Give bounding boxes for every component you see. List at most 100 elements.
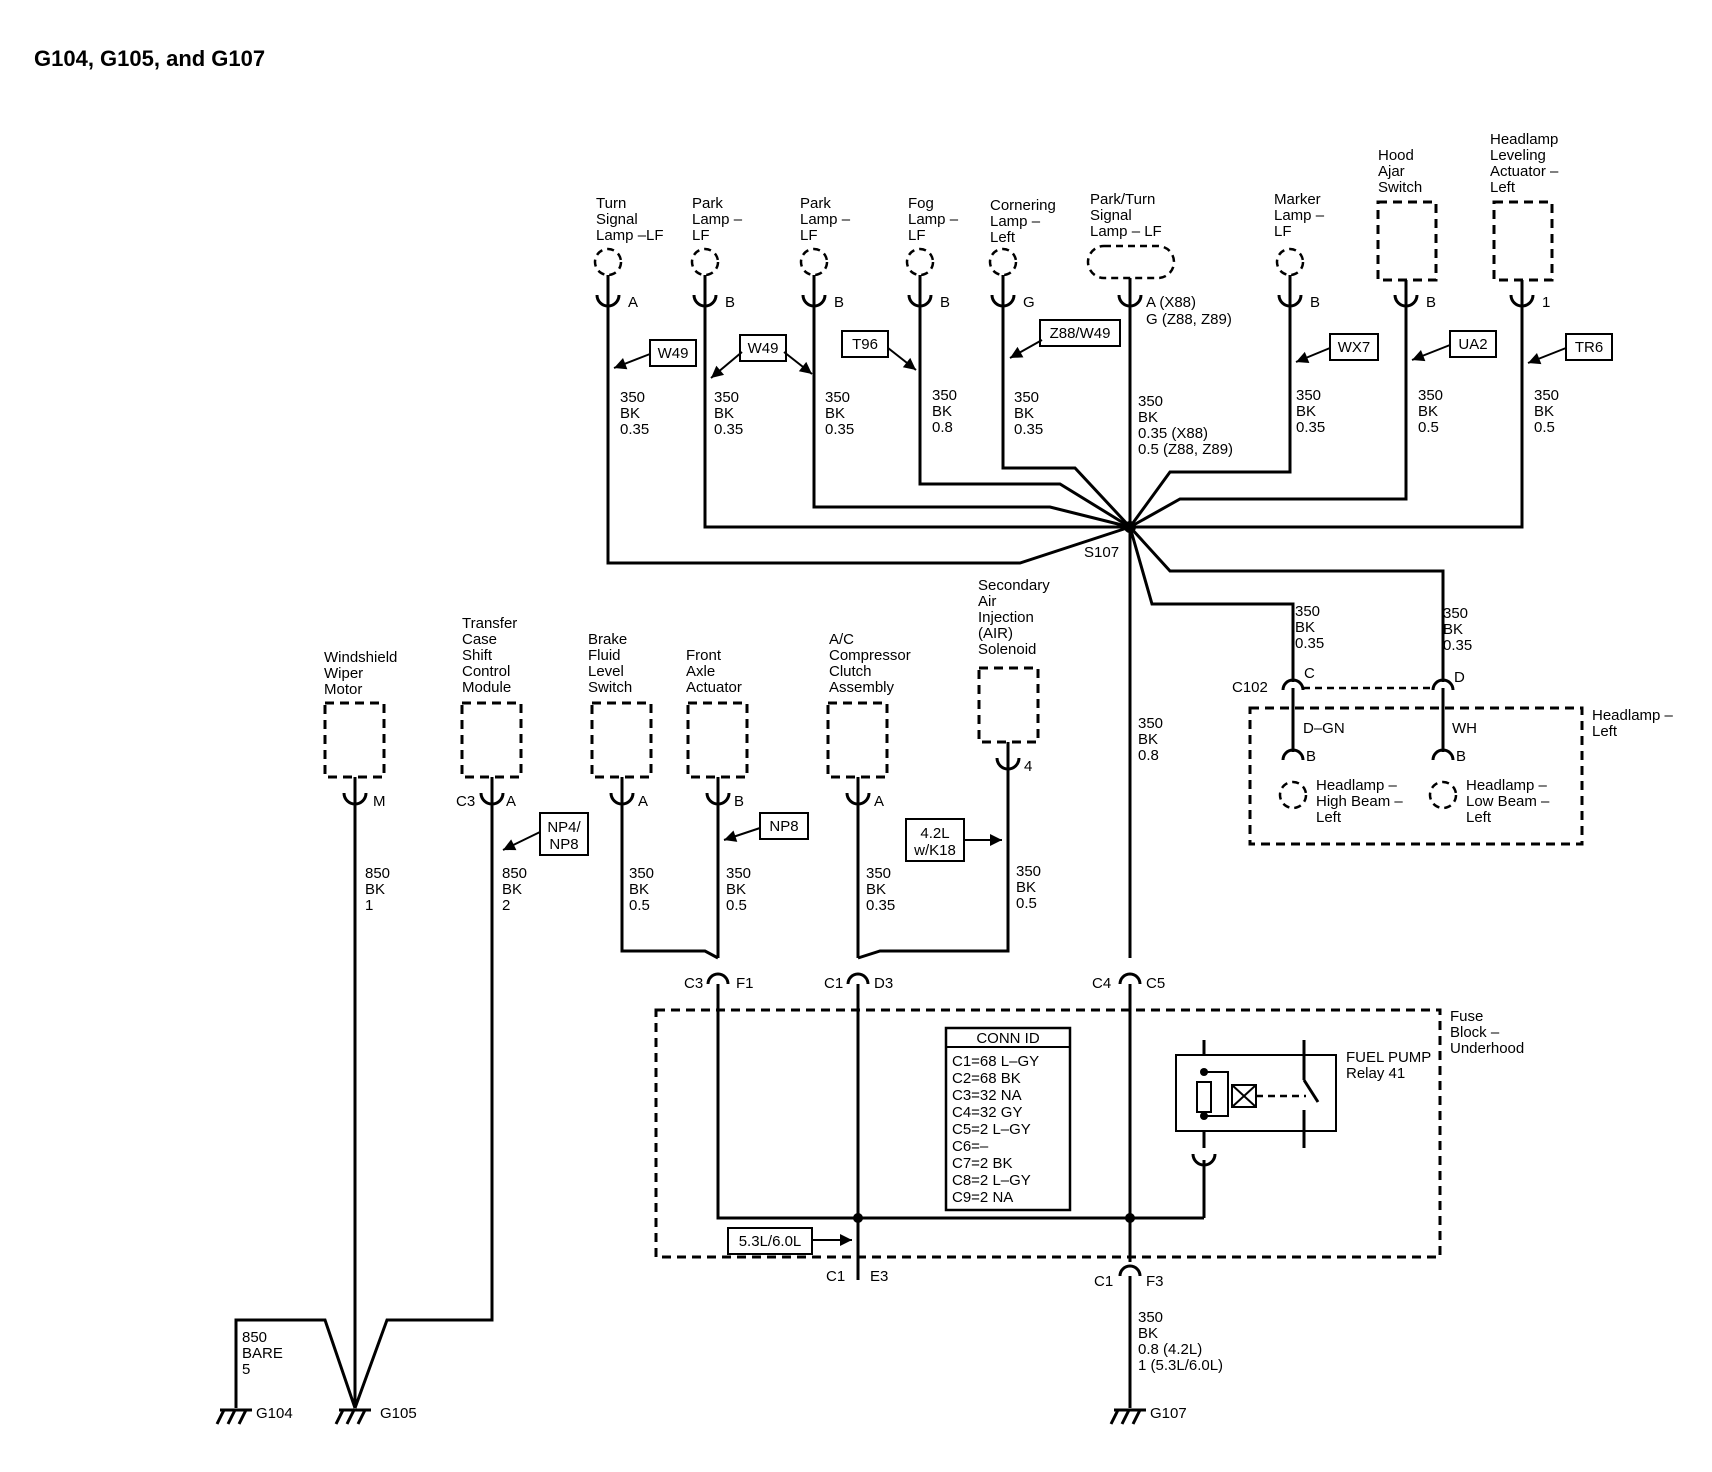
option-53l-arrow-head bbox=[840, 1234, 852, 1246]
pin-label: C1 bbox=[826, 1268, 845, 1285]
marker-lamp-lf bbox=[1275, 247, 1305, 277]
wire-hl-c-label: 350 bbox=[1295, 603, 1320, 620]
ground-g104-symbol bbox=[237, 1409, 248, 1425]
option-np8 bbox=[759, 812, 809, 840]
wire-corner-label: 0.35 bbox=[1014, 421, 1043, 438]
park-turn-lamp-label: Signal bbox=[1090, 207, 1132, 224]
headlamp-high-label: Left bbox=[1316, 809, 1342, 826]
wire-marker-label: BK bbox=[1296, 403, 1316, 420]
c1-d3-connector bbox=[846, 972, 870, 985]
c102-c-arc bbox=[1281, 678, 1305, 691]
option-t96-arrow-head bbox=[902, 357, 916, 370]
wire-turn-label: 0.35 bbox=[620, 421, 649, 438]
headlamp-low-beam-left bbox=[1428, 780, 1458, 810]
wire-hl-d-label: 350 bbox=[1443, 605, 1468, 622]
wire-parkturn-label: 0.35 (X88) bbox=[1138, 425, 1208, 442]
fog-lamp-lf bbox=[905, 247, 935, 277]
option-k18-arrow-head bbox=[990, 834, 1002, 846]
option-53l-label: 5.3L/6.0L bbox=[739, 1233, 802, 1250]
fog-lamp-label: Lamp – bbox=[908, 211, 959, 228]
wire-leveling-label: BK bbox=[1534, 403, 1554, 420]
wire-hood-label: 350 bbox=[1418, 387, 1443, 404]
wire-hl-d-label: BK bbox=[1443, 621, 1463, 638]
park-lamp-1-label: Lamp – bbox=[692, 211, 743, 228]
fuse-block-underhood bbox=[654, 1008, 1442, 1259]
pin-label: C5 bbox=[1146, 975, 1165, 992]
option-k18-line2: w/K18 bbox=[913, 842, 956, 859]
c102-pin-c: C bbox=[1304, 665, 1315, 682]
wire-brake bbox=[620, 804, 719, 960]
park-lamp-lf-1 bbox=[690, 247, 720, 277]
pin-label: M bbox=[373, 793, 386, 810]
hood-ajar-switch-label: Ajar bbox=[1378, 163, 1405, 180]
fuel-pump-relay-number: Relay 41 bbox=[1346, 1065, 1405, 1082]
option-np4-arrow-head bbox=[503, 839, 517, 851]
transfer-case-label: Case bbox=[462, 631, 497, 648]
option-ua2 bbox=[1449, 330, 1497, 358]
wire-park-1 bbox=[703, 306, 1130, 529]
option-ua2-label: UA2 bbox=[1458, 336, 1487, 353]
ground-g107-label: G107 bbox=[1150, 1405, 1187, 1422]
conn-id-row: C1=68 L–GY bbox=[952, 1053, 1039, 1070]
fog-lamp-label: Fog bbox=[908, 195, 934, 212]
windshield-wiper-motor bbox=[323, 701, 386, 779]
headlamp-high-label: High Beam – bbox=[1316, 793, 1403, 810]
marker-lamp-label: LF bbox=[1274, 223, 1292, 240]
option-w49-b bbox=[739, 334, 787, 362]
wire-air bbox=[857, 769, 1010, 960]
wire-park2-label: 350 bbox=[825, 389, 850, 406]
conn-id-box bbox=[944, 1026, 1072, 1212]
option-np4 bbox=[539, 812, 589, 856]
splice-s107 bbox=[1124, 521, 1136, 533]
secondary-air-label: Solenoid bbox=[978, 641, 1036, 658]
wire-corner-label: BK bbox=[1014, 405, 1034, 422]
wires bbox=[234, 306, 1524, 1409]
wire-fuse-bus bbox=[716, 984, 1204, 1220]
wire-transfer-label: BK bbox=[502, 881, 522, 898]
wire-corner-label: 350 bbox=[1014, 389, 1039, 406]
wire-park1-label: BK bbox=[714, 405, 734, 422]
transfer-case-label: Shift bbox=[462, 647, 493, 664]
wire-bare-label: 850 bbox=[242, 1329, 267, 1346]
pin-label: B bbox=[725, 294, 735, 311]
wire-bare-label: BARE bbox=[242, 1345, 283, 1362]
option-wx7-label: WX7 bbox=[1338, 339, 1371, 356]
pin-label: B bbox=[1310, 294, 1320, 311]
park-lamp-1-label: LF bbox=[692, 227, 710, 244]
secondary-air-label: Secondary bbox=[978, 577, 1050, 594]
fog-lamp-label: LF bbox=[908, 227, 926, 244]
conn-id-row: C3=32 NA bbox=[952, 1087, 1022, 1104]
ground-g107-symbol bbox=[1120, 1409, 1131, 1425]
headlamp-leveling-actuator bbox=[1492, 200, 1554, 282]
headlamp-leveling-label: Headlamp bbox=[1490, 131, 1558, 148]
conn-id-header: CONN ID bbox=[976, 1030, 1040, 1047]
wire-turn-label: BK bbox=[620, 405, 640, 422]
cornering-lamp-left bbox=[988, 247, 1018, 277]
pin-label: F3 bbox=[1146, 1273, 1164, 1290]
c102-label: C102 bbox=[1232, 679, 1268, 696]
relay-coil-x bbox=[1231, 1084, 1257, 1108]
option-w49-a bbox=[649, 339, 697, 367]
turn-signal-lamp-label: Turn bbox=[596, 195, 626, 212]
pin-label: C4 bbox=[1092, 975, 1111, 992]
wire-headlamp-d bbox=[1128, 525, 1445, 682]
wire-hl-c-label: BK bbox=[1295, 619, 1315, 636]
wire-fog-label: 350 bbox=[932, 387, 957, 404]
wire-marker-label: 0.35 bbox=[1296, 419, 1325, 436]
front-axle-actuator bbox=[686, 701, 749, 779]
option-z88-w49-label: Z88/W49 bbox=[1050, 325, 1111, 342]
wire-park1-label: 0.35 bbox=[714, 421, 743, 438]
wire-cornering bbox=[1001, 306, 1132, 529]
option-wx7-arrow-head bbox=[1296, 351, 1310, 363]
wire-wiper-label: BK bbox=[365, 881, 385, 898]
pin-label: 4 bbox=[1024, 758, 1032, 775]
marker-lamp-label: Lamp – bbox=[1274, 207, 1325, 224]
wire-g107-label: 1 (5.3L/6.0L) bbox=[1138, 1357, 1223, 1374]
option-k18-label: 4.2L bbox=[920, 825, 949, 842]
pin-label: B bbox=[1426, 294, 1436, 311]
secondary-air-label: Injection bbox=[978, 609, 1034, 626]
marker-lamp-label: Marker bbox=[1274, 191, 1321, 208]
pin-label: G (Z88, Z89) bbox=[1146, 311, 1232, 328]
